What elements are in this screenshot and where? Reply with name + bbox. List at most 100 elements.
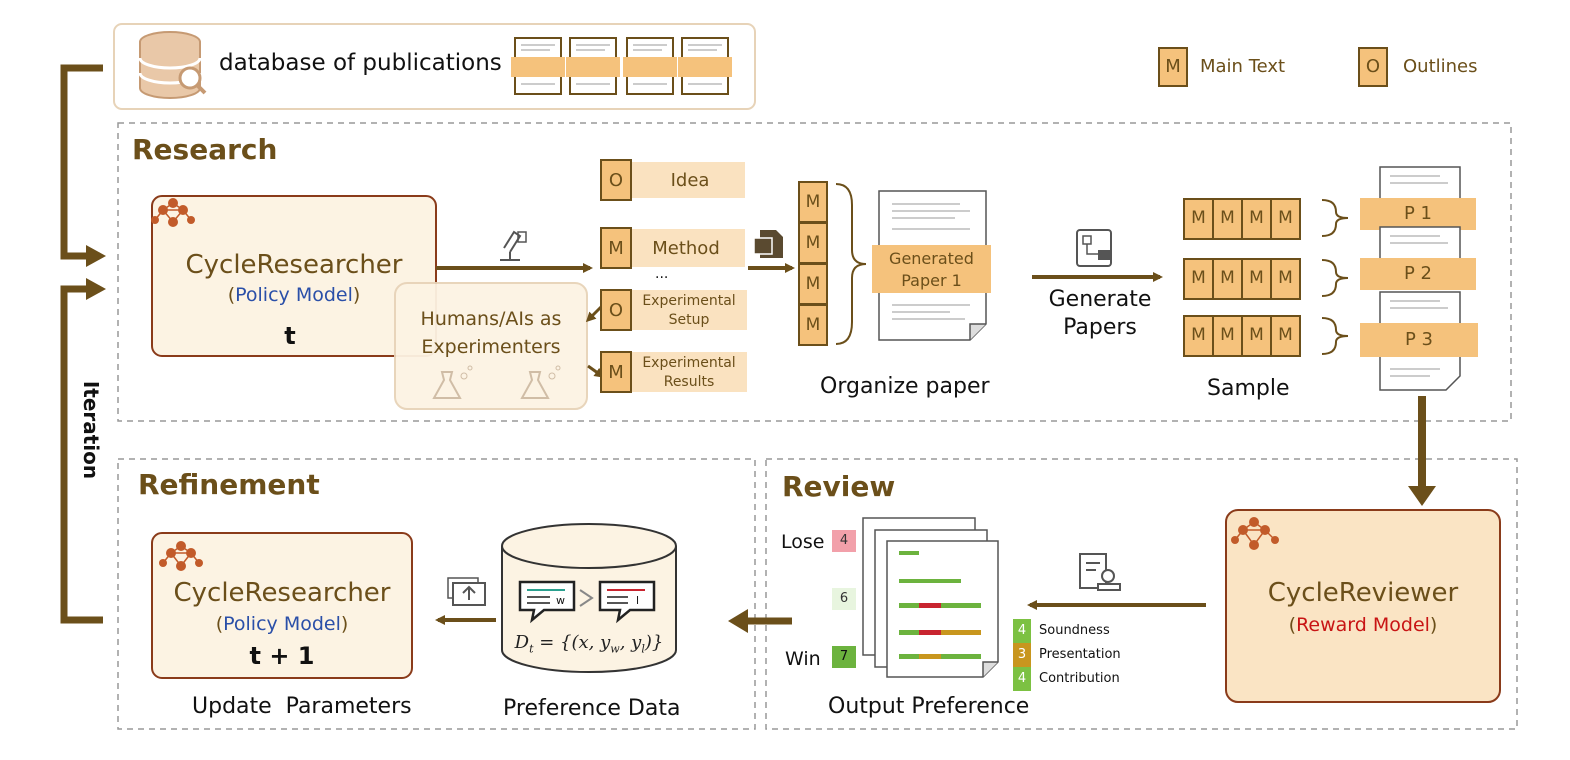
stack-letter: M xyxy=(805,192,821,212)
stack-letter: M xyxy=(805,233,821,253)
flask-icon xyxy=(432,365,473,399)
component-bars xyxy=(600,159,747,393)
output-preference-caption: Output Preference xyxy=(828,694,1030,719)
cycle-researcher-step: t xyxy=(284,322,296,350)
legend-main-text-label: Main Text xyxy=(1200,56,1286,77)
cycle-reviewer-name: CycleReviewer xyxy=(1267,578,1459,608)
lose-score-box xyxy=(832,530,856,552)
policy-model-label: Policy Model xyxy=(235,284,353,306)
publication-doc-icon xyxy=(566,37,620,95)
bubble-w-label: w xyxy=(556,594,565,607)
lose-score: 4 xyxy=(839,533,849,548)
cycle-researcher-next-name: CycleResearcher xyxy=(173,578,391,608)
bubble-l-label: l xyxy=(636,594,640,607)
cycle-researcher-next-box xyxy=(151,532,413,679)
review-title: Review xyxy=(782,470,896,503)
cycle-reviewer-box xyxy=(1225,509,1501,703)
sampled-paper-3-label: P 3 xyxy=(1404,329,1434,350)
arrow-to-results xyxy=(587,364,605,378)
publication-doc-icon xyxy=(678,37,732,95)
component-idea-letter: O xyxy=(608,170,624,191)
legend-main-text-box xyxy=(1158,47,1188,87)
cycle-researcher-role: (Policy Model) xyxy=(227,284,361,306)
iteration-loop xyxy=(60,64,106,624)
refinement-title: Refinement xyxy=(138,468,320,501)
flask-icon xyxy=(520,365,561,399)
refinement-frame xyxy=(117,458,756,730)
greater-than-icon xyxy=(579,589,594,607)
organize-caption: Organize paper xyxy=(820,374,990,399)
cycle-reviewer-role: (Reward Model) xyxy=(1288,614,1438,636)
review-papers xyxy=(862,517,999,678)
component-method-label: Method xyxy=(652,238,720,259)
document-stack-icon xyxy=(753,230,783,258)
arrow-to-setup xyxy=(585,304,604,323)
win-score-box xyxy=(832,646,856,668)
generated-paper-label: Generated Paper 1 xyxy=(889,249,974,290)
component-results-letter: M xyxy=(608,362,624,383)
stamp-icon xyxy=(1079,553,1121,591)
stack-letter: M xyxy=(805,315,821,335)
cycle-researcher-next-role: (Policy Model) xyxy=(215,613,349,635)
database-label: database of publications xyxy=(219,50,502,76)
policy-model-next-label: Policy Model xyxy=(223,613,341,635)
legend-outline-letter: O xyxy=(1365,56,1381,77)
review-frame xyxy=(765,458,1518,730)
network-icon xyxy=(151,198,195,227)
legend-outline-box xyxy=(1358,47,1388,87)
microscope-icon xyxy=(500,230,527,261)
preference-data-cylinder xyxy=(501,523,677,673)
sampled-paper-docs xyxy=(1360,166,1478,391)
generate-papers-caption: Generate Papers xyxy=(1048,287,1152,340)
win-label: Win xyxy=(785,648,821,670)
upload-icon xyxy=(447,577,486,606)
curly-brace xyxy=(835,183,867,345)
update-parameters-caption: Update Parameters xyxy=(192,694,412,719)
component-ellipsis: ... xyxy=(655,266,669,282)
publication-docs xyxy=(511,37,732,95)
generated-paper-doc xyxy=(872,190,991,341)
database-icon xyxy=(138,31,207,99)
component-method-letter: M xyxy=(608,238,624,259)
cycle-researcher-next-step: t + 1 xyxy=(249,642,315,670)
iteration-label: Iteration xyxy=(79,380,103,480)
chat-bubble-loser-icon xyxy=(598,580,656,624)
network-icon xyxy=(159,541,203,571)
legend-main-text-letter: M xyxy=(1165,56,1181,77)
component-setup-label: Experimental Setup xyxy=(642,293,736,328)
publication-doc-icon xyxy=(511,37,565,95)
reward-model-label: Reward Model xyxy=(1296,614,1430,636)
legend-outline-label: Outlines xyxy=(1403,56,1478,77)
main-text-stack xyxy=(798,181,828,346)
publication-doc-icon xyxy=(623,37,677,95)
research-frame xyxy=(117,122,1512,422)
lose-label: Lose xyxy=(781,531,825,553)
network-icon xyxy=(1231,517,1279,550)
research-title: Research xyxy=(132,133,278,166)
cycle-researcher-name: CycleResearcher xyxy=(185,250,403,280)
mid-score: 6 xyxy=(839,591,849,606)
preference-formula: Dt = {(x, yw, yl)} xyxy=(514,632,664,656)
component-idea-label: Idea xyxy=(670,170,710,191)
sample-rows xyxy=(1183,198,1349,357)
chat-bubble-winner-icon xyxy=(518,580,576,624)
sampled-paper-1-label: P 1 xyxy=(1403,203,1433,224)
win-score: 7 xyxy=(839,649,849,664)
component-results-label: Experimental Results xyxy=(642,355,736,390)
cycle-researcher-box xyxy=(151,195,437,357)
sample-caption: Sample xyxy=(1207,376,1290,401)
component-setup-letter: O xyxy=(608,300,624,321)
flowchart-icon xyxy=(1076,229,1112,267)
sampled-paper-2-label: P 2 xyxy=(1403,263,1433,284)
stack-letter: M xyxy=(805,274,821,294)
experimenters-label: Humans/AIs as Experimenters xyxy=(420,308,562,358)
mid-score-box xyxy=(832,588,856,610)
